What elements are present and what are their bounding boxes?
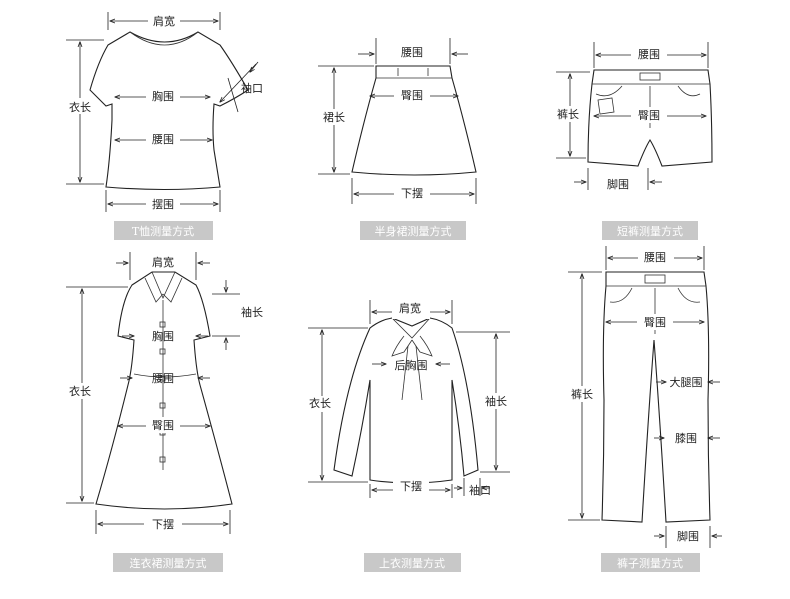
blouse-diagram: 肩宽 后胸围 衣长 袖长 下摆 袖口 上衣测量方式 — [306, 300, 512, 572]
skirt-caption: 半身裙测量方式 — [375, 224, 452, 238]
dress-shoulder-label: 肩宽 — [152, 255, 174, 269]
dress-hem-label: 下摆 — [152, 517, 174, 531]
pants-knee-label: 膝围 — [675, 432, 697, 445]
pants-length-label: 裤长 — [571, 387, 593, 401]
skirt-hip-label: 臀围 — [401, 89, 423, 102]
tshirt-length-label: 衣长 — [69, 100, 91, 114]
dress-length-label: 衣长 — [69, 384, 91, 398]
pants-waist-label: 腰围 — [644, 251, 666, 264]
pants-hip-label: 臀围 — [644, 316, 666, 329]
pants-outline — [601, 271, 711, 523]
blouse-back-chest-label: 后胸围 — [395, 358, 428, 372]
pants-thigh-label: 大腿围 — [670, 375, 703, 389]
shorts-hip-label: 臀围 — [638, 109, 660, 122]
blouse-sleeve-label: 袖长 — [485, 394, 507, 408]
skirt-length-label: 裙长 — [323, 111, 345, 124]
skirt-waist-label: 腰围 — [401, 46, 423, 59]
pants-leg-label: 脚围 — [677, 529, 699, 543]
blouse-length-label: 衣长 — [309, 396, 331, 410]
shorts-leg-label: 脚围 — [607, 177, 629, 191]
blouse-outline — [333, 317, 479, 484]
skirt-diagram: 腰围 臀围 裙长 下摆 半身裙测量方式 — [318, 38, 477, 240]
dress-outline — [95, 271, 233, 510]
tshirt-hem-label: 摆围 — [152, 197, 174, 211]
shorts-length-label: 裤长 — [557, 107, 579, 121]
blouse-cuff-label: 袖口 — [469, 483, 491, 497]
blouse-shoulder-label: 肩宽 — [399, 301, 421, 315]
tshirt-shoulder-label: 肩宽 — [153, 14, 175, 28]
tshirt-cuff-label: 袖口 — [241, 81, 263, 95]
tshirt-waist-label: 腰围 — [152, 133, 174, 146]
skirt-outline — [351, 65, 477, 176]
dress-diagram: 肩宽 袖长 胸围 腰围 衣长 臀围 下摆 连衣裙测量方式 — [66, 252, 263, 572]
shorts-caption: 短裤测量方式 — [617, 224, 683, 238]
pants-diagram: 腰围 臀围 裤长 大腿围 膝围 脚围 裤子测量方式 — [566, 246, 722, 572]
shorts-diagram: 腰围 臀围 裤长 脚围 短裤测量方式 — [554, 42, 713, 240]
blouse-caption: 上衣测量方式 — [379, 556, 445, 570]
dress-waist-label: 腰围 — [152, 372, 174, 385]
shorts-outline — [587, 69, 713, 167]
dress-caption: 连衣裙测量方式 — [130, 556, 207, 570]
dress-hip-label: 臀围 — [152, 419, 174, 432]
dress-chest-label: 胸围 — [152, 329, 174, 343]
pants-caption: 裤子测量方式 — [617, 556, 683, 570]
tshirt-caption: T恤测量方式 — [132, 224, 194, 238]
shorts-waist-label: 腰围 — [638, 48, 660, 61]
tshirt-outline — [89, 31, 249, 191]
tshirt-diagram: 肩宽 衣长 胸围 腰围 摆围 袖口 T恤测量方式 — [64, 12, 263, 240]
tshirt-chest-label: 胸围 — [152, 89, 174, 103]
skirt-hem-label: 下摆 — [401, 186, 423, 200]
blouse-hem-label: 下摆 — [400, 479, 422, 493]
dress-sleeve-label: 袖长 — [241, 305, 263, 319]
